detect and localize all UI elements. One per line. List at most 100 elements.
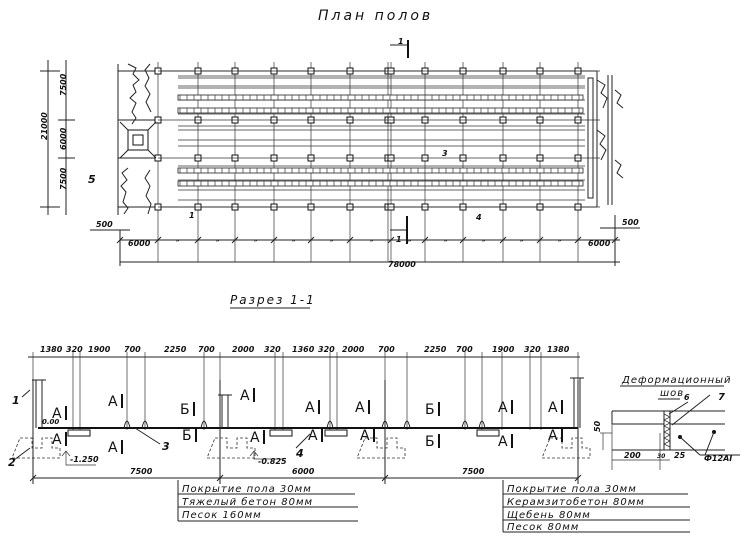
plan-callout-1: 1 [189,211,195,220]
bay-repeat-mark: ″ [520,239,524,248]
zone-label: А [52,406,62,422]
annex-outline [120,63,152,215]
channel-wall [403,420,411,429]
section-mark-bottom: 1 [390,216,408,244]
dim-tick [231,236,239,244]
dim-bay-last: 6000 [588,239,611,248]
dim-row-1: 7500 [59,73,68,96]
level-0: 0.00 [42,418,59,426]
section-top-dim: 2000 [232,345,255,354]
bay-repeat-mark: ″ [176,239,180,248]
channel-wall [200,420,208,429]
grate-channel [177,94,584,101]
section-top-dim: 700 [378,345,395,354]
level-mark [249,450,284,460]
bay-repeat-marks: ″″″″″″″″″″″ [176,239,562,248]
section-view [11,352,591,484]
zone-label: А [548,400,558,416]
legend-right-row: Керамзитобетон 80мм [507,496,645,508]
zone-label: А [498,400,508,416]
zone-label: Б [425,434,435,450]
section-top-dim: 700 [198,345,215,354]
section-top-dim: 700 [124,345,141,354]
zone-label: А [548,428,558,444]
section-top-dim: 1900 [492,345,515,354]
level-1250: -1.250 [70,455,99,464]
joint-dim-50: 50 [593,420,602,432]
joint-callout-6: 6 [684,393,690,402]
section-callout-2: 2 [8,456,16,469]
grate-channel [177,180,584,187]
section-top-dim: 1380 [547,345,570,354]
section-callout-3: 3 [162,440,170,453]
dim-bay-first: 6000 [128,239,151,248]
section-top-dim: 320 [524,345,541,354]
section-top-dim: 1900 [88,345,111,354]
dim-tick [346,236,354,244]
dim-tick [536,236,544,244]
dim-tick [387,236,395,244]
zone-label: А [308,428,318,444]
channel-wall [141,420,149,429]
dim-tick [307,236,315,244]
section-mark-label: 1 [398,37,404,46]
bay-repeat-mark: ″ [558,239,562,248]
end-channel [587,77,594,199]
foundation [11,437,61,459]
section-top-dim: 1360 [292,345,315,354]
channel-wall [123,420,131,429]
section-mark-bottom-label: 1 [396,235,402,244]
bay-repeat-mark: ″ [216,239,220,248]
dim-tick [574,236,582,244]
foundation [206,437,256,459]
dim-tick [116,236,124,244]
dim-tick [216,474,224,482]
bay-repeat-mark: ″ [254,239,258,248]
joint-dim-200: 200 [624,451,641,460]
line [147,149,157,159]
line [134,427,161,445]
deformation-joint-detail: Деформационный шов 6 TODO 7 Ф12АI 50 200… [593,375,740,470]
dim-tick [194,236,202,244]
zone-label: А [250,430,260,446]
dim-tick [611,236,619,244]
section-callout-1: 1 [12,394,20,407]
zone-label: Б [180,402,190,418]
bay-repeat-mark: ″ [330,239,334,248]
line [147,121,157,131]
dim-tick [270,236,278,244]
line [119,149,129,159]
joint-title-2: шов [660,388,684,399]
section-title: Разрез 1-1 [230,293,316,307]
bay-repeat-mark: ″ [370,239,374,248]
joint-title: Деформационный [621,375,732,386]
bay-repeat-mark: ″ [292,239,296,248]
right-end [596,75,624,205]
column-base [476,429,500,437]
joint-dim-30: 30 [657,453,665,460]
grate-channel [177,167,584,174]
channel-wall [478,420,486,429]
legend-left: Покрытие пола 30мм Тяжелый бетон 80мм Пе… [177,480,358,522]
legend-right-row: Покрытие пола 30мм [507,484,637,495]
legend-left-row: Песок 160мм [182,510,262,521]
joint-callout-7: 7 [718,392,725,403]
dim-tick [29,474,37,482]
section-top-dim: 1380 [40,345,63,354]
legend-left-row: Покрытие пола 30мм [182,484,312,495]
section-mark-top: 1 [390,37,409,58]
dim-tick [459,236,467,244]
zone-label: А [108,440,118,456]
level-0825: -0.825 [258,457,287,466]
pit [127,129,149,151]
legend-right-row: Песок 80мм [507,522,579,533]
column-base [324,429,348,437]
legend-right: Покрытие пола 30мм Керамзитобетон 80мм Щ… [502,480,690,533]
dim-tick [381,474,389,482]
dim-row-2: 6000 [59,127,68,150]
dim-tick [421,236,429,244]
zone-label: Б [425,402,435,418]
line [21,389,31,398]
